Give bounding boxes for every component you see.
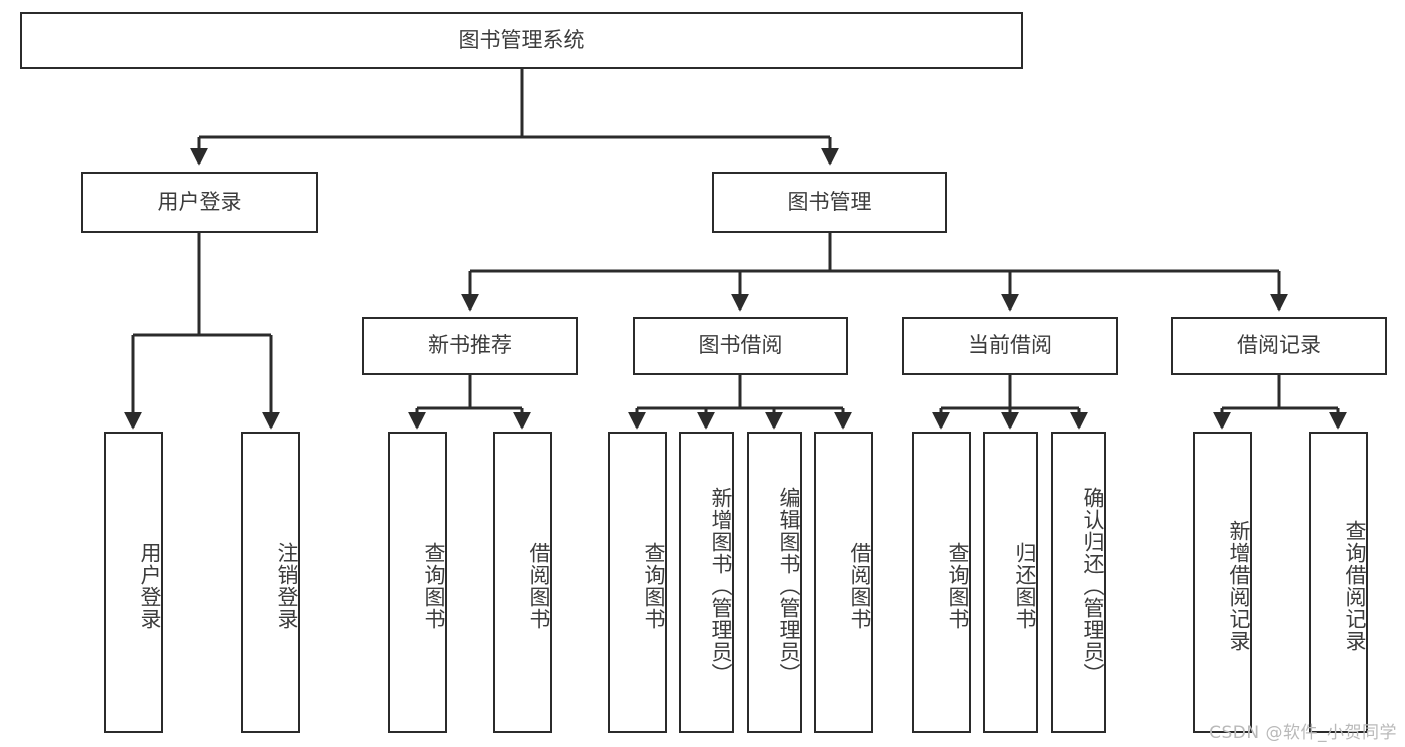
leaf-record-query-label: 查询借阅记录: [1343, 519, 1367, 652]
leaf-user-login-logout[interactable]: 注销登录: [241, 432, 300, 733]
leaf-user-login-logout-label: 注销登录: [275, 541, 299, 630]
leaf-borrow-query-label: 查询图书: [642, 541, 666, 630]
leaf-borrow-do[interactable]: 借阅图书: [814, 432, 873, 733]
node-book-borrow[interactable]: 图书借阅: [633, 317, 848, 375]
leaf-new-book-query[interactable]: 查询图书: [388, 432, 447, 733]
node-borrow-record-label: 借阅记录: [1237, 333, 1321, 358]
leaf-current-return[interactable]: 归还图书: [983, 432, 1038, 733]
leaf-borrow-edit[interactable]: 编辑图书（管理员）: [747, 432, 802, 733]
leaf-borrow-add[interactable]: 新增图书（管理员）: [679, 432, 734, 733]
node-new-book-recommend-label: 新书推荐: [428, 333, 512, 358]
leaf-record-query[interactable]: 查询借阅记录: [1309, 432, 1368, 733]
node-current-borrow-label: 当前借阅: [968, 333, 1052, 358]
node-borrow-record[interactable]: 借阅记录: [1171, 317, 1387, 375]
leaf-current-confirm-return-label: 确认归还（管理员）: [1081, 486, 1105, 685]
leaf-user-login-login-label: 用户登录: [138, 541, 162, 630]
leaf-borrow-do-label: 借阅图书: [848, 541, 872, 630]
node-user-login-label: 用户登录: [157, 189, 242, 214]
node-book-borrow-label: 图书借阅: [698, 333, 783, 358]
node-root[interactable]: 图书管理系统: [20, 12, 1023, 69]
leaf-new-book-borrow-label: 借阅图书: [527, 541, 551, 630]
leaf-new-book-borrow[interactable]: 借阅图书: [493, 432, 552, 733]
leaf-borrow-add-label: 新增图书（管理员）: [709, 486, 733, 685]
node-book-manage-label: 图书管理: [787, 189, 872, 214]
node-book-manage[interactable]: 图书管理: [712, 172, 947, 233]
leaf-new-book-query-label: 查询图书: [422, 541, 446, 630]
node-current-borrow[interactable]: 当前借阅: [902, 317, 1118, 375]
leaf-borrow-edit-label: 编辑图书（管理员）: [777, 486, 801, 685]
leaf-current-return-label: 归还图书: [1013, 541, 1037, 630]
leaf-record-add-label: 新增借阅记录: [1227, 519, 1251, 652]
leaf-current-confirm-return[interactable]: 确认归还（管理员）: [1051, 432, 1106, 733]
leaf-current-query-label: 查询图书: [946, 541, 970, 630]
node-new-book-recommend[interactable]: 新书推荐: [362, 317, 578, 375]
leaf-current-query[interactable]: 查询图书: [912, 432, 971, 733]
leaf-record-add[interactable]: 新增借阅记录: [1193, 432, 1252, 733]
node-user-login[interactable]: 用户登录: [81, 172, 318, 233]
leaf-borrow-query[interactable]: 查询图书: [608, 432, 667, 733]
leaf-user-login-login[interactable]: 用户登录: [104, 432, 163, 733]
node-root-label: 图书管理系统: [458, 27, 585, 52]
